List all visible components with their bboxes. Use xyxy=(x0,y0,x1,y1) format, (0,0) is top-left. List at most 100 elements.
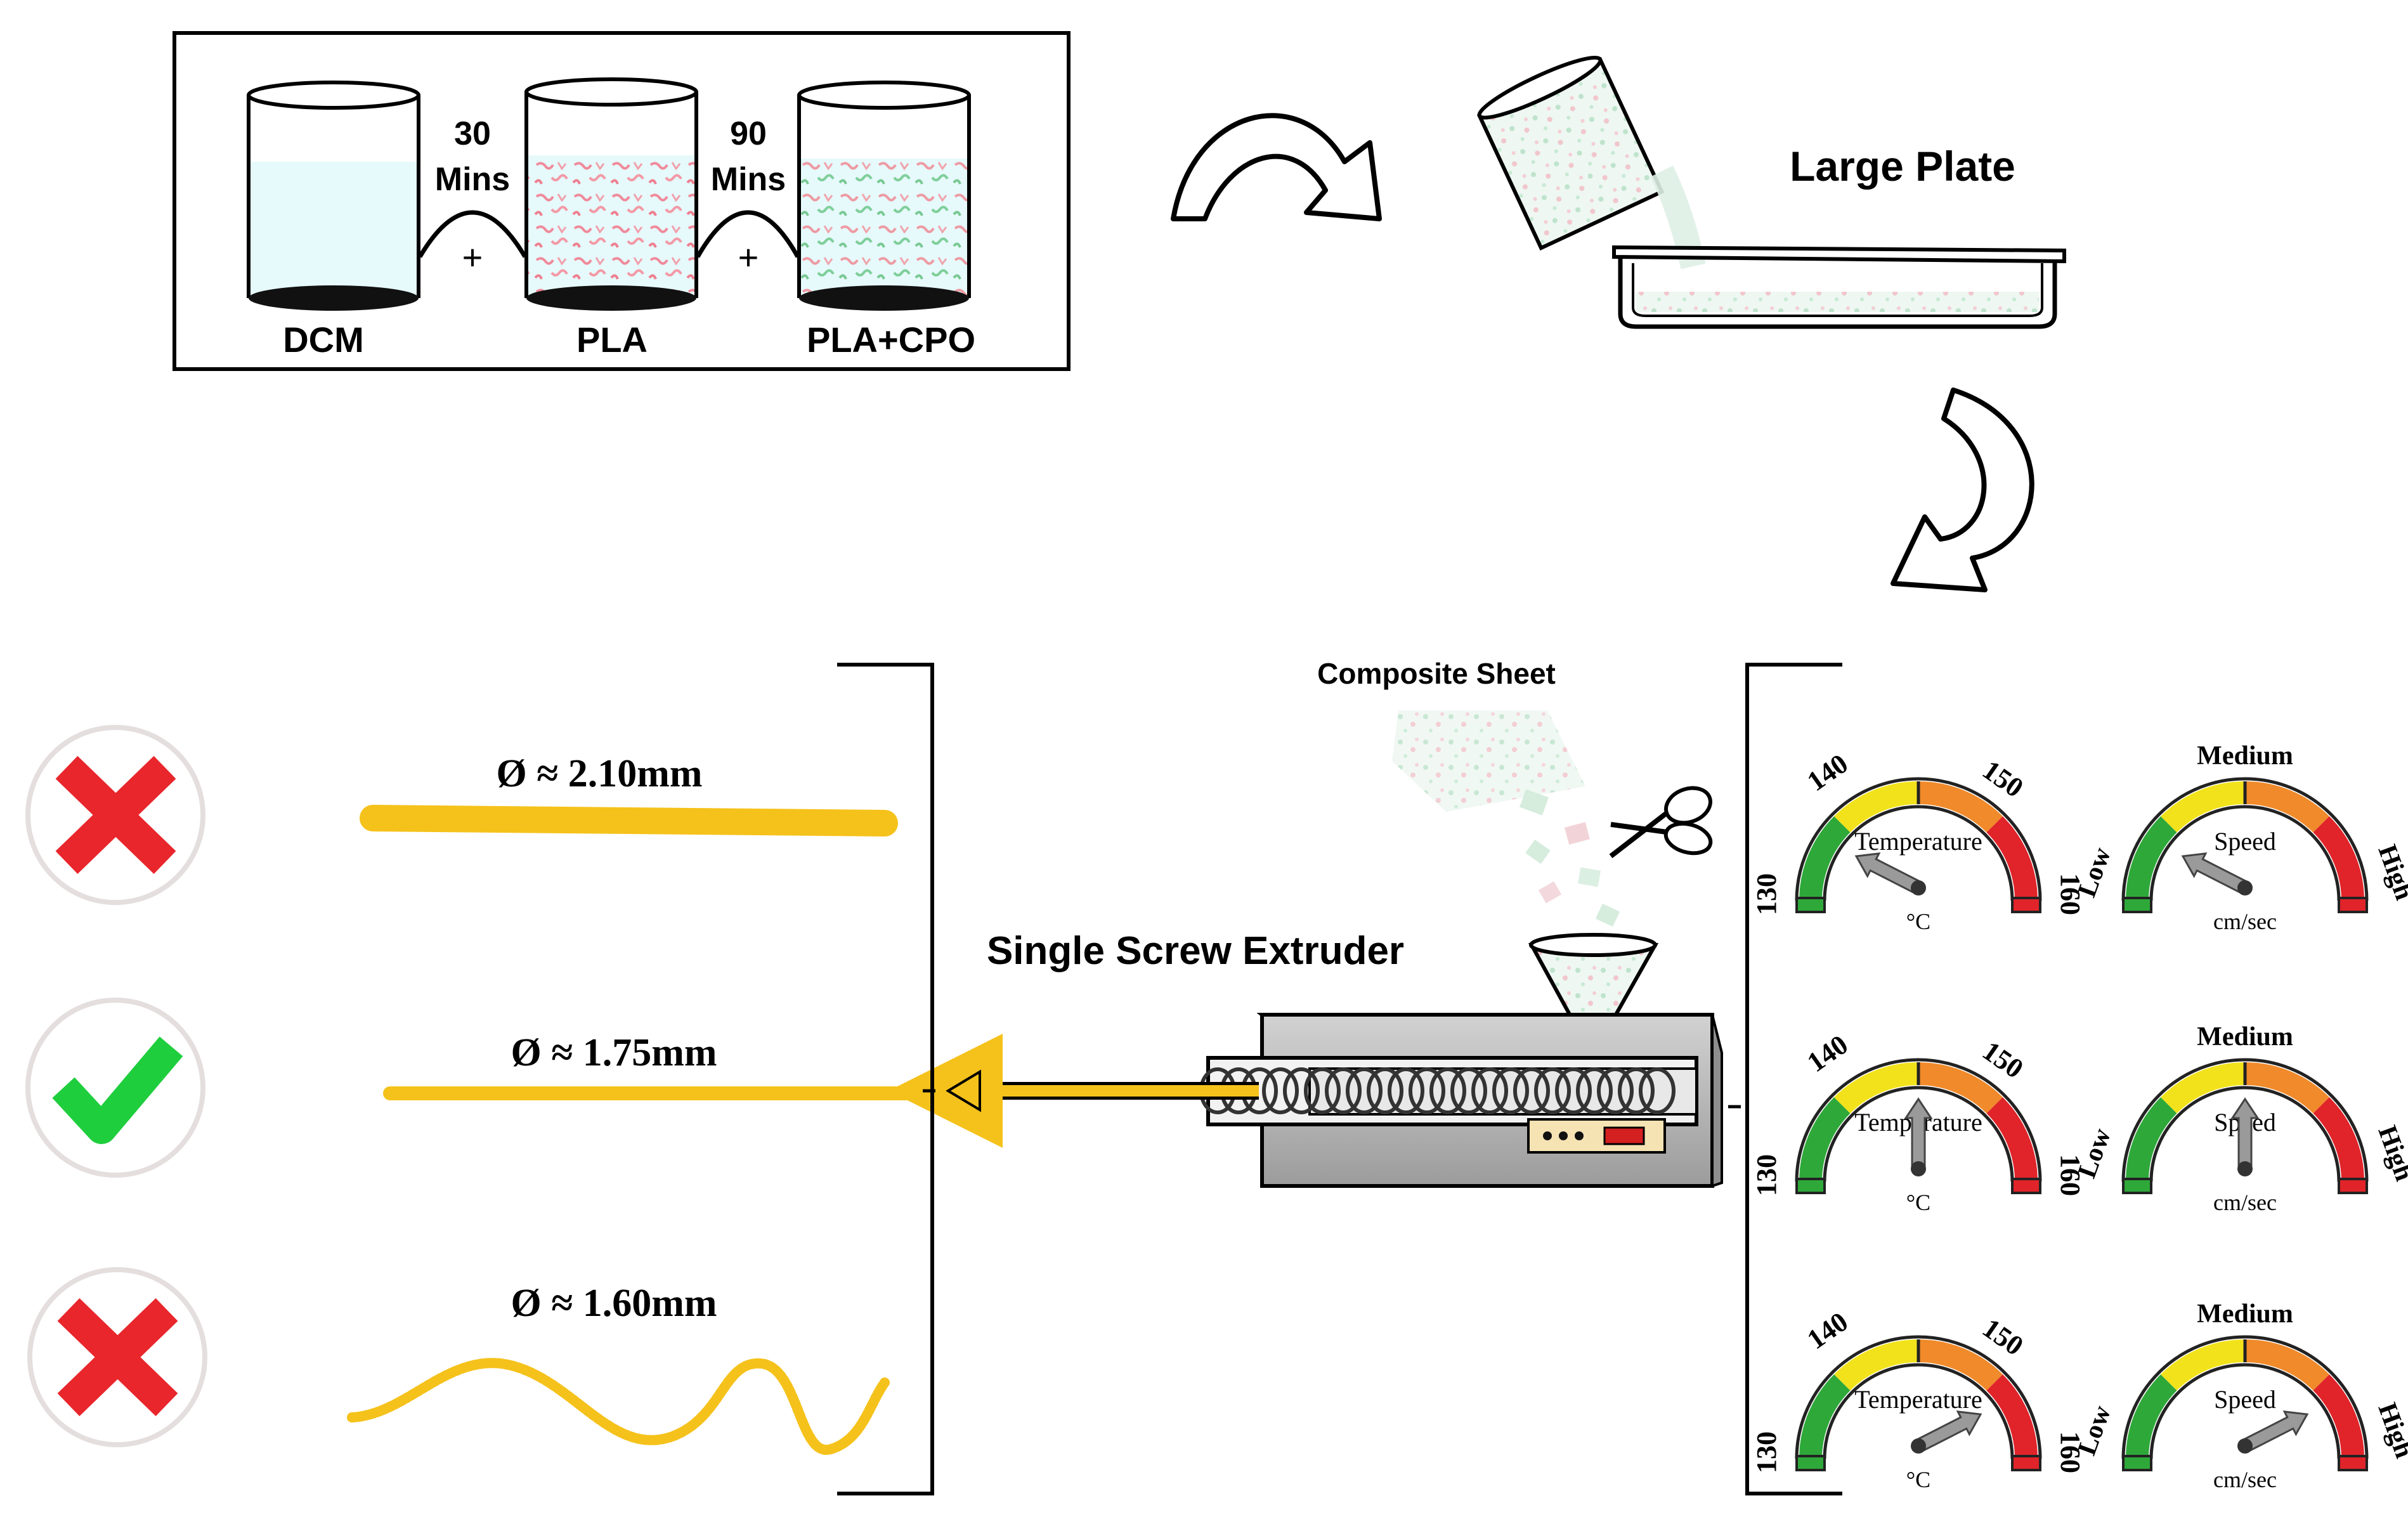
needle-hub xyxy=(2237,1161,2253,1176)
speed-needle xyxy=(2181,852,2249,895)
gauge-segment xyxy=(1918,1062,2003,1114)
speed-gauge-unit: cm/sec xyxy=(2213,1190,2277,1215)
speed-tick-medium: Medium xyxy=(2197,741,2293,771)
gauge-segment xyxy=(2161,781,2246,833)
gauge-segment xyxy=(2126,816,2177,901)
temperature-tick-label: 130 xyxy=(1751,873,1782,915)
filament-diameter-1: Ø ≈ 2.10mm xyxy=(496,752,702,795)
filament-row-3: Ø ≈ 1.60mm xyxy=(27,1267,890,1455)
speed-tick-low: Low xyxy=(2073,843,2118,901)
filament-wavy xyxy=(347,1358,890,1455)
time-2-unit: Mins xyxy=(711,161,786,198)
temperature-gauge: 130 140 150 160 Temperature °C xyxy=(1751,748,2086,934)
gauge-segment xyxy=(1834,1062,1919,1114)
gauge-segment xyxy=(1986,1097,2038,1182)
screw-flight xyxy=(1492,1067,1529,1114)
filament-diameter-3: Ø ≈ 1.60mm xyxy=(511,1282,717,1325)
screw-flight xyxy=(1450,1067,1487,1114)
gauge-segment xyxy=(1918,781,2003,833)
speed-gauge-unit: cm/sec xyxy=(2213,1467,2277,1492)
plate-label: Large Plate xyxy=(1790,143,2015,190)
single-screw-extruder xyxy=(888,933,1723,1188)
needle-hub xyxy=(1911,1438,1926,1454)
beaker-pla-cpo xyxy=(797,81,971,311)
gauge-segment xyxy=(2313,816,2364,901)
dissolution-panel-frame xyxy=(172,31,1071,371)
speed-tick-low: Low xyxy=(2073,1402,2118,1459)
plus-sign-1: + xyxy=(462,237,483,277)
gauge-segment xyxy=(2313,1097,2364,1182)
temperature-tick-label: 140 xyxy=(1802,1306,1854,1355)
gauge-segment xyxy=(2126,1097,2177,1182)
speed-needle xyxy=(2241,1410,2309,1453)
screw-flight xyxy=(1618,1067,1655,1114)
check-icon xyxy=(52,1036,183,1144)
gauge-segment xyxy=(1918,1339,2003,1391)
gauge-segment xyxy=(2244,1062,2329,1114)
gauge-segment xyxy=(2244,781,2329,833)
temperature-gauge-unit: °C xyxy=(1906,1190,1930,1215)
filament-row-2: Ø ≈ 1.75mm xyxy=(25,998,914,1178)
cross-icon xyxy=(57,1298,178,1416)
speed-tick-high: High xyxy=(2372,1399,2408,1462)
screw-flight xyxy=(1534,1067,1571,1114)
gauge-segment xyxy=(1834,1339,1919,1391)
beaker-dcm xyxy=(247,81,420,311)
gauge-segment xyxy=(1799,1374,1851,1459)
beaker-label-pla: PLA xyxy=(576,320,648,360)
curved-arrow-down-icon xyxy=(1891,387,2034,592)
connector-curve-1 xyxy=(417,210,528,258)
cross-icon xyxy=(55,756,176,874)
speed-tick-medium: Medium xyxy=(2197,1299,2293,1329)
temperature-tick-label: 160 xyxy=(2055,873,2086,915)
beaker-label-dcm: DCM xyxy=(283,320,364,360)
pouring-cup xyxy=(1476,55,1706,270)
gauge-segment xyxy=(2126,1374,2177,1459)
filament-diameter-2: Ø ≈ 1.75mm xyxy=(511,1031,717,1074)
temperature-tick-label: 150 xyxy=(1977,754,2029,804)
temperature-tick-label: 130 xyxy=(1751,1154,1782,1196)
needle-hub xyxy=(2237,1438,2253,1454)
temperature-tick-label: 160 xyxy=(2055,1154,2086,1196)
temperature-tick-label: 140 xyxy=(1802,1029,1854,1078)
screw-flight xyxy=(1346,1067,1383,1114)
temperature-gauge-unit: °C xyxy=(1906,1467,1930,1492)
beaker-label-pla-cpo: PLA+CPO xyxy=(807,320,975,360)
gauge-segment xyxy=(2313,1374,2364,1459)
sheet-label: Composite Sheet xyxy=(1317,657,1556,690)
screw-flight xyxy=(1576,1067,1613,1114)
screw-flight xyxy=(1388,1067,1424,1114)
needle-hub xyxy=(1911,880,1926,895)
scissors-icon xyxy=(1609,786,1713,859)
curved-arrow-right-icon xyxy=(1171,113,1382,221)
temperature-tick-label: 140 xyxy=(1802,748,1854,797)
gauge-bracket xyxy=(1745,663,1842,1495)
temperature-gauge-title: Temperature xyxy=(1854,827,1982,856)
temperature-needle xyxy=(1914,1410,1982,1453)
screw-flight xyxy=(1639,1067,1676,1114)
gauge-segment xyxy=(1986,816,2038,901)
screw-flight xyxy=(1429,1067,1466,1114)
screw-flight xyxy=(1283,1067,1320,1114)
screw-flight xyxy=(1409,1067,1445,1114)
speed-tick-high: High xyxy=(2372,841,2408,904)
filament-bracket xyxy=(837,663,934,1495)
needle-hub xyxy=(2237,880,2253,895)
temperature-tick-label: 150 xyxy=(1977,1312,2029,1362)
screw-flight xyxy=(1367,1067,1403,1114)
temperature-gauge-unit: °C xyxy=(1906,909,1930,934)
speed-tick-medium: Medium xyxy=(2197,1022,2293,1051)
screw-flight xyxy=(1597,1067,1634,1114)
temperature-tick-label: 160 xyxy=(2055,1431,2086,1473)
temperature-needle xyxy=(1854,852,1923,895)
screw-flight xyxy=(1325,1067,1362,1114)
extruder-label: Single Screw Extruder xyxy=(987,929,1404,973)
display-led xyxy=(1603,1126,1645,1145)
beaker-pla xyxy=(524,77,698,311)
large-plate xyxy=(1612,245,2066,329)
